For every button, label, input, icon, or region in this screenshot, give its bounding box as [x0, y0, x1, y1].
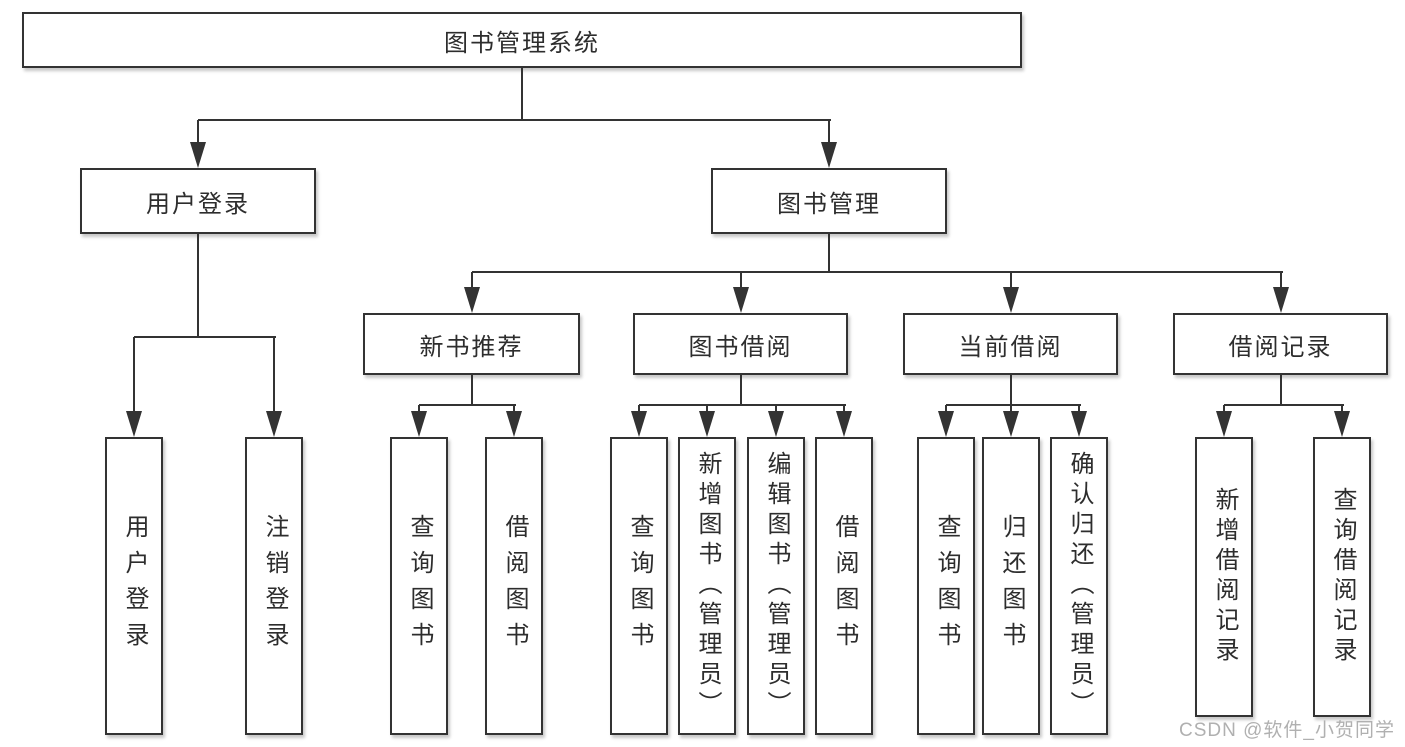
arrowhead-leaf-borrow-book-1: [506, 411, 522, 437]
node-leaf-query-book-2: 查询图书: [610, 437, 668, 735]
node-book-mgmt: 图书管理: [711, 168, 947, 234]
node-leaf-borrow-book-2: 借阅图书: [815, 437, 873, 735]
arrowhead-leaf-add-record: [1216, 411, 1232, 437]
arrowhead-leaf-edit-book: [768, 411, 784, 437]
node-label-new-book-rec: 新书推荐: [419, 333, 524, 361]
connector-bar-user-login: [134, 336, 276, 338]
csdn-watermark: CSDN @软件_小贺同学: [1179, 720, 1395, 741]
node-label-user-login: 用户登录: [146, 190, 250, 218]
node-label-leaf-add-book: 新增图书（管理员）: [694, 451, 721, 721]
node-current-borrow: 当前借阅: [903, 313, 1118, 375]
connector-stem-borrow-records: [1279, 375, 1282, 405]
arrowhead-book-mgmt: [821, 142, 837, 168]
connector-bar-book-borrow: [639, 404, 846, 406]
node-leaf-add-book: 新增图书（管理员）: [678, 437, 736, 735]
node-label-leaf-query-book-3: 查询图书: [933, 514, 960, 658]
connector-stem-current-borrow: [1009, 375, 1012, 405]
connector-drop-new-book-rec: [470, 272, 473, 293]
node-label-leaf-add-record: 新增借阅记录: [1211, 487, 1238, 667]
node-root: 图书管理系统: [22, 12, 1022, 68]
connector-bar-book-mgmt: [471, 271, 1283, 273]
arrowhead-new-book-rec: [463, 287, 480, 313]
connector-drop-borrow-records: [1279, 272, 1282, 293]
connector-stem-new-book-rec: [470, 375, 473, 405]
node-label-leaf-return-book: 归还图书: [998, 514, 1025, 658]
arrowhead-leaf-return-book: [1003, 411, 1019, 437]
node-label-book-borrow: 图书借阅: [688, 333, 793, 361]
connector-drop-leaf-logout: [273, 337, 275, 417]
node-leaf-query-book-1: 查询图书: [390, 437, 448, 735]
arrowhead-leaf-query-book-2: [631, 411, 647, 437]
connector-bar-root: [198, 119, 831, 121]
node-leaf-borrow-book-1: 借阅图书: [485, 437, 543, 735]
node-label-root: 图书管理系统: [444, 29, 600, 57]
node-label-leaf-borrow-book-1: 借阅图书: [501, 514, 528, 658]
node-leaf-add-record: 新增借阅记录: [1195, 437, 1253, 717]
node-label-leaf-borrow-book-2: 借阅图书: [831, 514, 858, 658]
connector-drop-book-mgmt: [828, 120, 830, 148]
connector-drop-user-login: [197, 120, 199, 148]
node-label-leaf-edit-book: 编辑图书（管理员）: [763, 451, 790, 721]
node-label-leaf-logout: 注销登录: [261, 514, 288, 658]
node-leaf-query-record: 查询借阅记录: [1313, 437, 1371, 717]
node-book-borrow: 图书借阅: [633, 313, 848, 375]
arrowhead-leaf-user-login: [126, 411, 142, 437]
connector-drop-book-borrow: [739, 272, 742, 293]
arrowhead-leaf-query-book-3: [938, 411, 954, 437]
connector-drop-current-borrow: [1009, 272, 1012, 293]
node-leaf-edit-book: 编辑图书（管理员）: [747, 437, 805, 735]
connector-bar-borrow-records: [1224, 404, 1344, 406]
arrowhead-leaf-add-book: [699, 411, 715, 437]
connector-bar-new-book-rec: [419, 404, 516, 406]
node-leaf-logout: 注销登录: [245, 437, 303, 735]
node-borrow-records: 借阅记录: [1173, 313, 1388, 375]
node-leaf-confirm-return: 确认归还（管理员）: [1050, 437, 1108, 735]
node-label-leaf-query-record: 查询借阅记录: [1329, 487, 1356, 667]
connector-stem-book-mgmt: [828, 234, 830, 272]
node-leaf-return-book: 归还图书: [982, 437, 1040, 735]
node-label-book-mgmt: 图书管理: [777, 190, 881, 218]
arrowhead-current-borrow: [1002, 287, 1019, 313]
node-leaf-query-book-3: 查询图书: [917, 437, 975, 735]
arrowhead-leaf-logout: [266, 411, 282, 437]
arrowhead-leaf-confirm-return: [1071, 411, 1087, 437]
node-label-borrow-records: 借阅记录: [1228, 333, 1333, 361]
connector-stem-user-login: [197, 234, 199, 337]
connector-stem-root: [521, 68, 523, 120]
arrowhead-borrow-records: [1272, 287, 1289, 313]
arrowhead-leaf-query-record: [1334, 411, 1350, 437]
arrowhead-user-login: [190, 142, 206, 168]
arrowhead-leaf-query-book-1: [411, 411, 427, 437]
node-label-current-borrow: 当前借阅: [958, 333, 1063, 361]
node-label-leaf-query-book-1: 查询图书: [406, 514, 433, 658]
arrowhead-book-borrow: [732, 287, 749, 313]
node-label-leaf-confirm-return: 确认归还（管理员）: [1066, 451, 1093, 721]
arrowhead-leaf-borrow-book-2: [836, 411, 852, 437]
node-leaf-user-login: 用户登录: [105, 437, 163, 735]
node-user-login: 用户登录: [80, 168, 316, 234]
node-label-leaf-query-book-2: 查询图书: [626, 514, 653, 658]
connector-drop-leaf-user-login: [133, 337, 135, 417]
node-label-leaf-user-login: 用户登录: [121, 514, 148, 658]
node-new-book-rec: 新书推荐: [363, 313, 580, 375]
connector-bar-current-borrow: [946, 404, 1081, 406]
connector-stem-book-borrow: [739, 375, 742, 405]
